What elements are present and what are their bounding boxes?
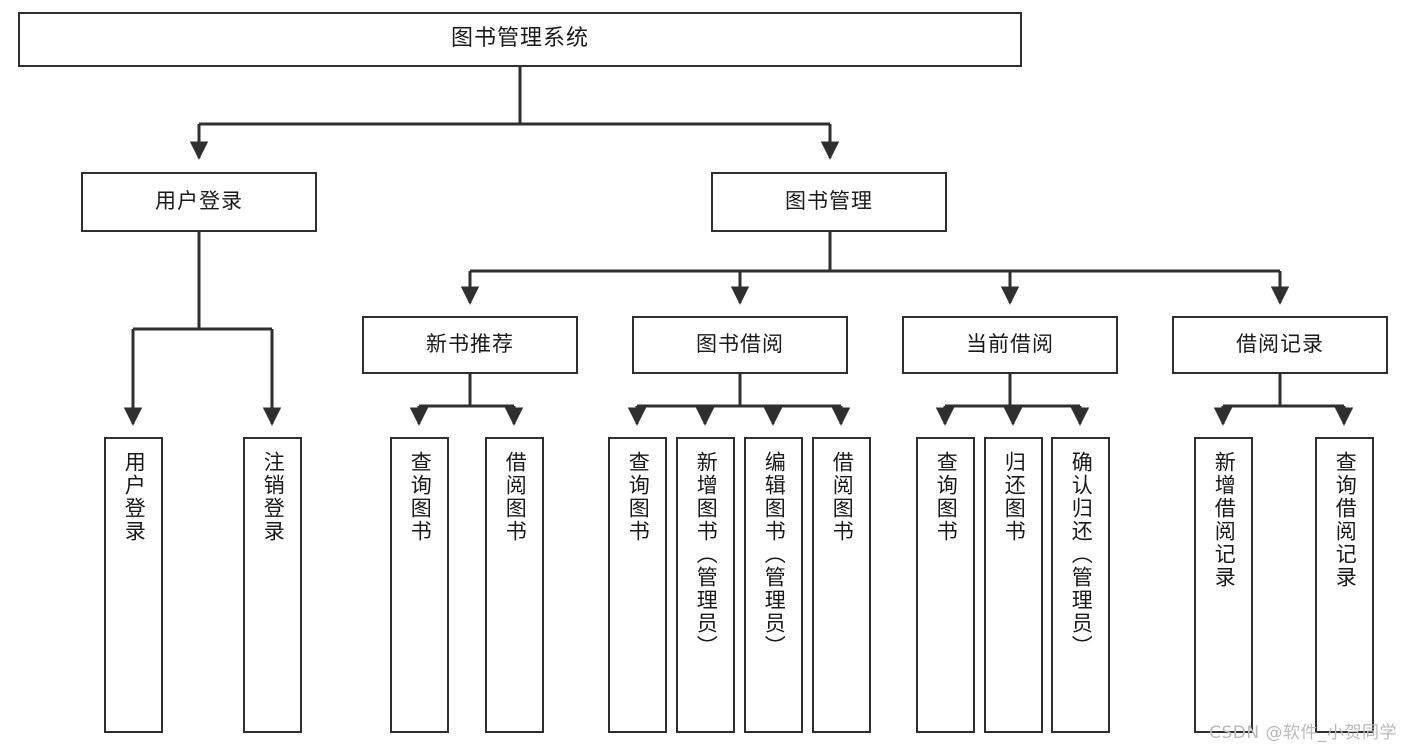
leaf-add-record[interactable]: 新增借阅记录 (1194, 437, 1253, 733)
leaf-user-logout-label: 注销登录 (261, 451, 286, 543)
leaf-query-record-label: 查询借阅记录 (1333, 451, 1358, 589)
leaf-edit-book-label: 编辑图书（管理员） (762, 451, 787, 658)
node-root-label: 图书管理系统 (450, 26, 589, 52)
node-current-borrow-label: 当前借阅 (966, 332, 1054, 357)
node-user-login-label: 用户登录 (155, 189, 243, 214)
leaf-add-record-label: 新增借阅记录 (1212, 451, 1237, 589)
leaf-borrow-book-1-label: 借阅图书 (503, 451, 528, 543)
leaf-edit-book[interactable]: 编辑图书（管理员） (744, 437, 803, 733)
leaf-confirm-return-label: 确认归还（管理员） (1069, 451, 1094, 658)
node-user-login[interactable]: 用户登录 (81, 172, 317, 232)
node-new-book-rec-label: 新书推荐 (426, 332, 514, 357)
leaf-query-book-1[interactable]: 查询图书 (390, 437, 449, 733)
watermark: CSDN @软件_小贺同学 (1209, 723, 1397, 743)
leaf-borrow-book-2[interactable]: 借阅图书 (812, 437, 871, 733)
leaf-user-login-label: 用户登录 (122, 451, 147, 543)
leaf-query-book-2-label: 查询图书 (626, 451, 651, 543)
node-book-borrow-label: 图书借阅 (696, 332, 784, 357)
node-borrow-record[interactable]: 借阅记录 (1172, 316, 1388, 374)
leaf-confirm-return[interactable]: 确认归还（管理员） (1051, 437, 1110, 733)
node-book-manage[interactable]: 图书管理 (711, 172, 947, 232)
leaf-query-book-3-label: 查询图书 (934, 451, 959, 543)
leaf-query-book-1-label: 查询图书 (408, 451, 433, 543)
leaf-user-logout[interactable]: 注销登录 (243, 437, 302, 733)
leaf-return-book[interactable]: 归还图书 (984, 437, 1043, 733)
leaf-query-record[interactable]: 查询借阅记录 (1315, 437, 1374, 733)
node-borrow-record-label: 借阅记录 (1236, 332, 1324, 357)
leaf-query-book-3[interactable]: 查询图书 (916, 437, 975, 733)
leaf-borrow-book-2-label: 借阅图书 (830, 451, 855, 543)
node-book-manage-label: 图书管理 (785, 189, 873, 214)
leaf-add-book-label: 新增图书（管理员） (694, 451, 719, 658)
leaf-query-book-2[interactable]: 查询图书 (608, 437, 667, 733)
leaf-add-book[interactable]: 新增图书（管理员） (676, 437, 735, 733)
node-new-book-rec[interactable]: 新书推荐 (362, 316, 578, 374)
leaf-user-login[interactable]: 用户登录 (104, 437, 163, 733)
node-book-borrow[interactable]: 图书借阅 (632, 316, 848, 374)
leaf-borrow-book-1[interactable]: 借阅图书 (485, 437, 544, 733)
node-current-borrow[interactable]: 当前借阅 (902, 316, 1118, 374)
node-root[interactable]: 图书管理系统 (18, 12, 1022, 67)
leaf-return-book-label: 归还图书 (1002, 451, 1027, 543)
